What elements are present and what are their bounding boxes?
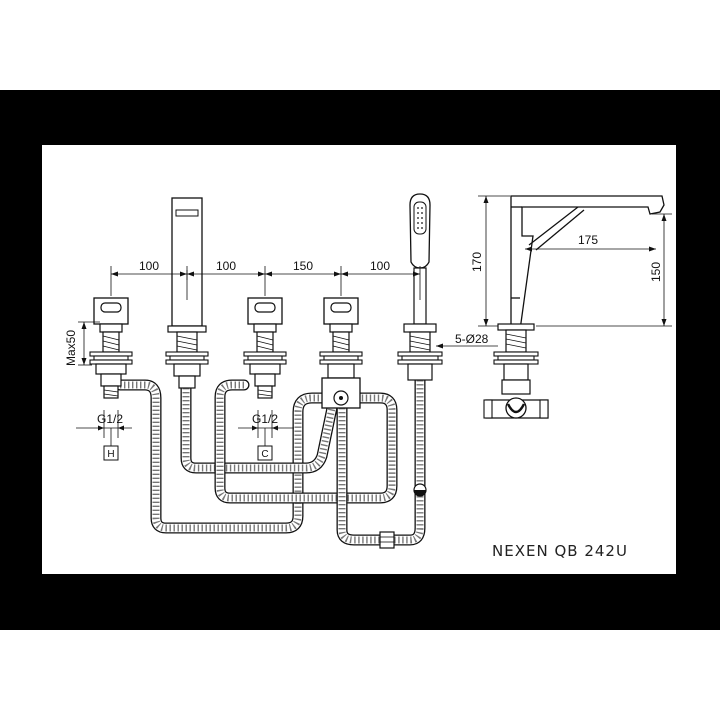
dim-max-height: Max50: [64, 330, 78, 366]
hot-marker: H: [107, 449, 114, 460]
dimension-lines: [76, 195, 672, 446]
model-name: NEXEN QB 242U: [492, 542, 628, 560]
dim-thread-center: G1/2: [252, 412, 278, 426]
hose-connector: [379, 531, 395, 549]
hot-marker-box: [103, 445, 119, 461]
spout: [165, 197, 209, 389]
cold-marker-box: [257, 445, 273, 461]
left-valve: [89, 297, 133, 399]
hoses: [114, 374, 427, 549]
spout-side-view: [483, 195, 665, 419]
dim-spacing-2: 100: [216, 259, 236, 273]
dim-spout-reach: 175: [578, 233, 598, 247]
dim-spout-outlet-height: 150: [649, 262, 663, 282]
diverter-valve: [319, 297, 363, 409]
hand-shower: [397, 193, 443, 381]
dim-thread-left: G1/2: [97, 412, 123, 426]
cold-marker: C: [261, 449, 268, 460]
dim-spout-height: 170: [470, 252, 484, 272]
center-valve: [243, 297, 287, 399]
dim-spacing-4: 100: [370, 259, 390, 273]
dim-spacing-3: 150: [293, 259, 313, 273]
dim-spacing-1: 100: [139, 259, 159, 273]
dim-hole-spec: 5-Ø28: [455, 332, 489, 346]
